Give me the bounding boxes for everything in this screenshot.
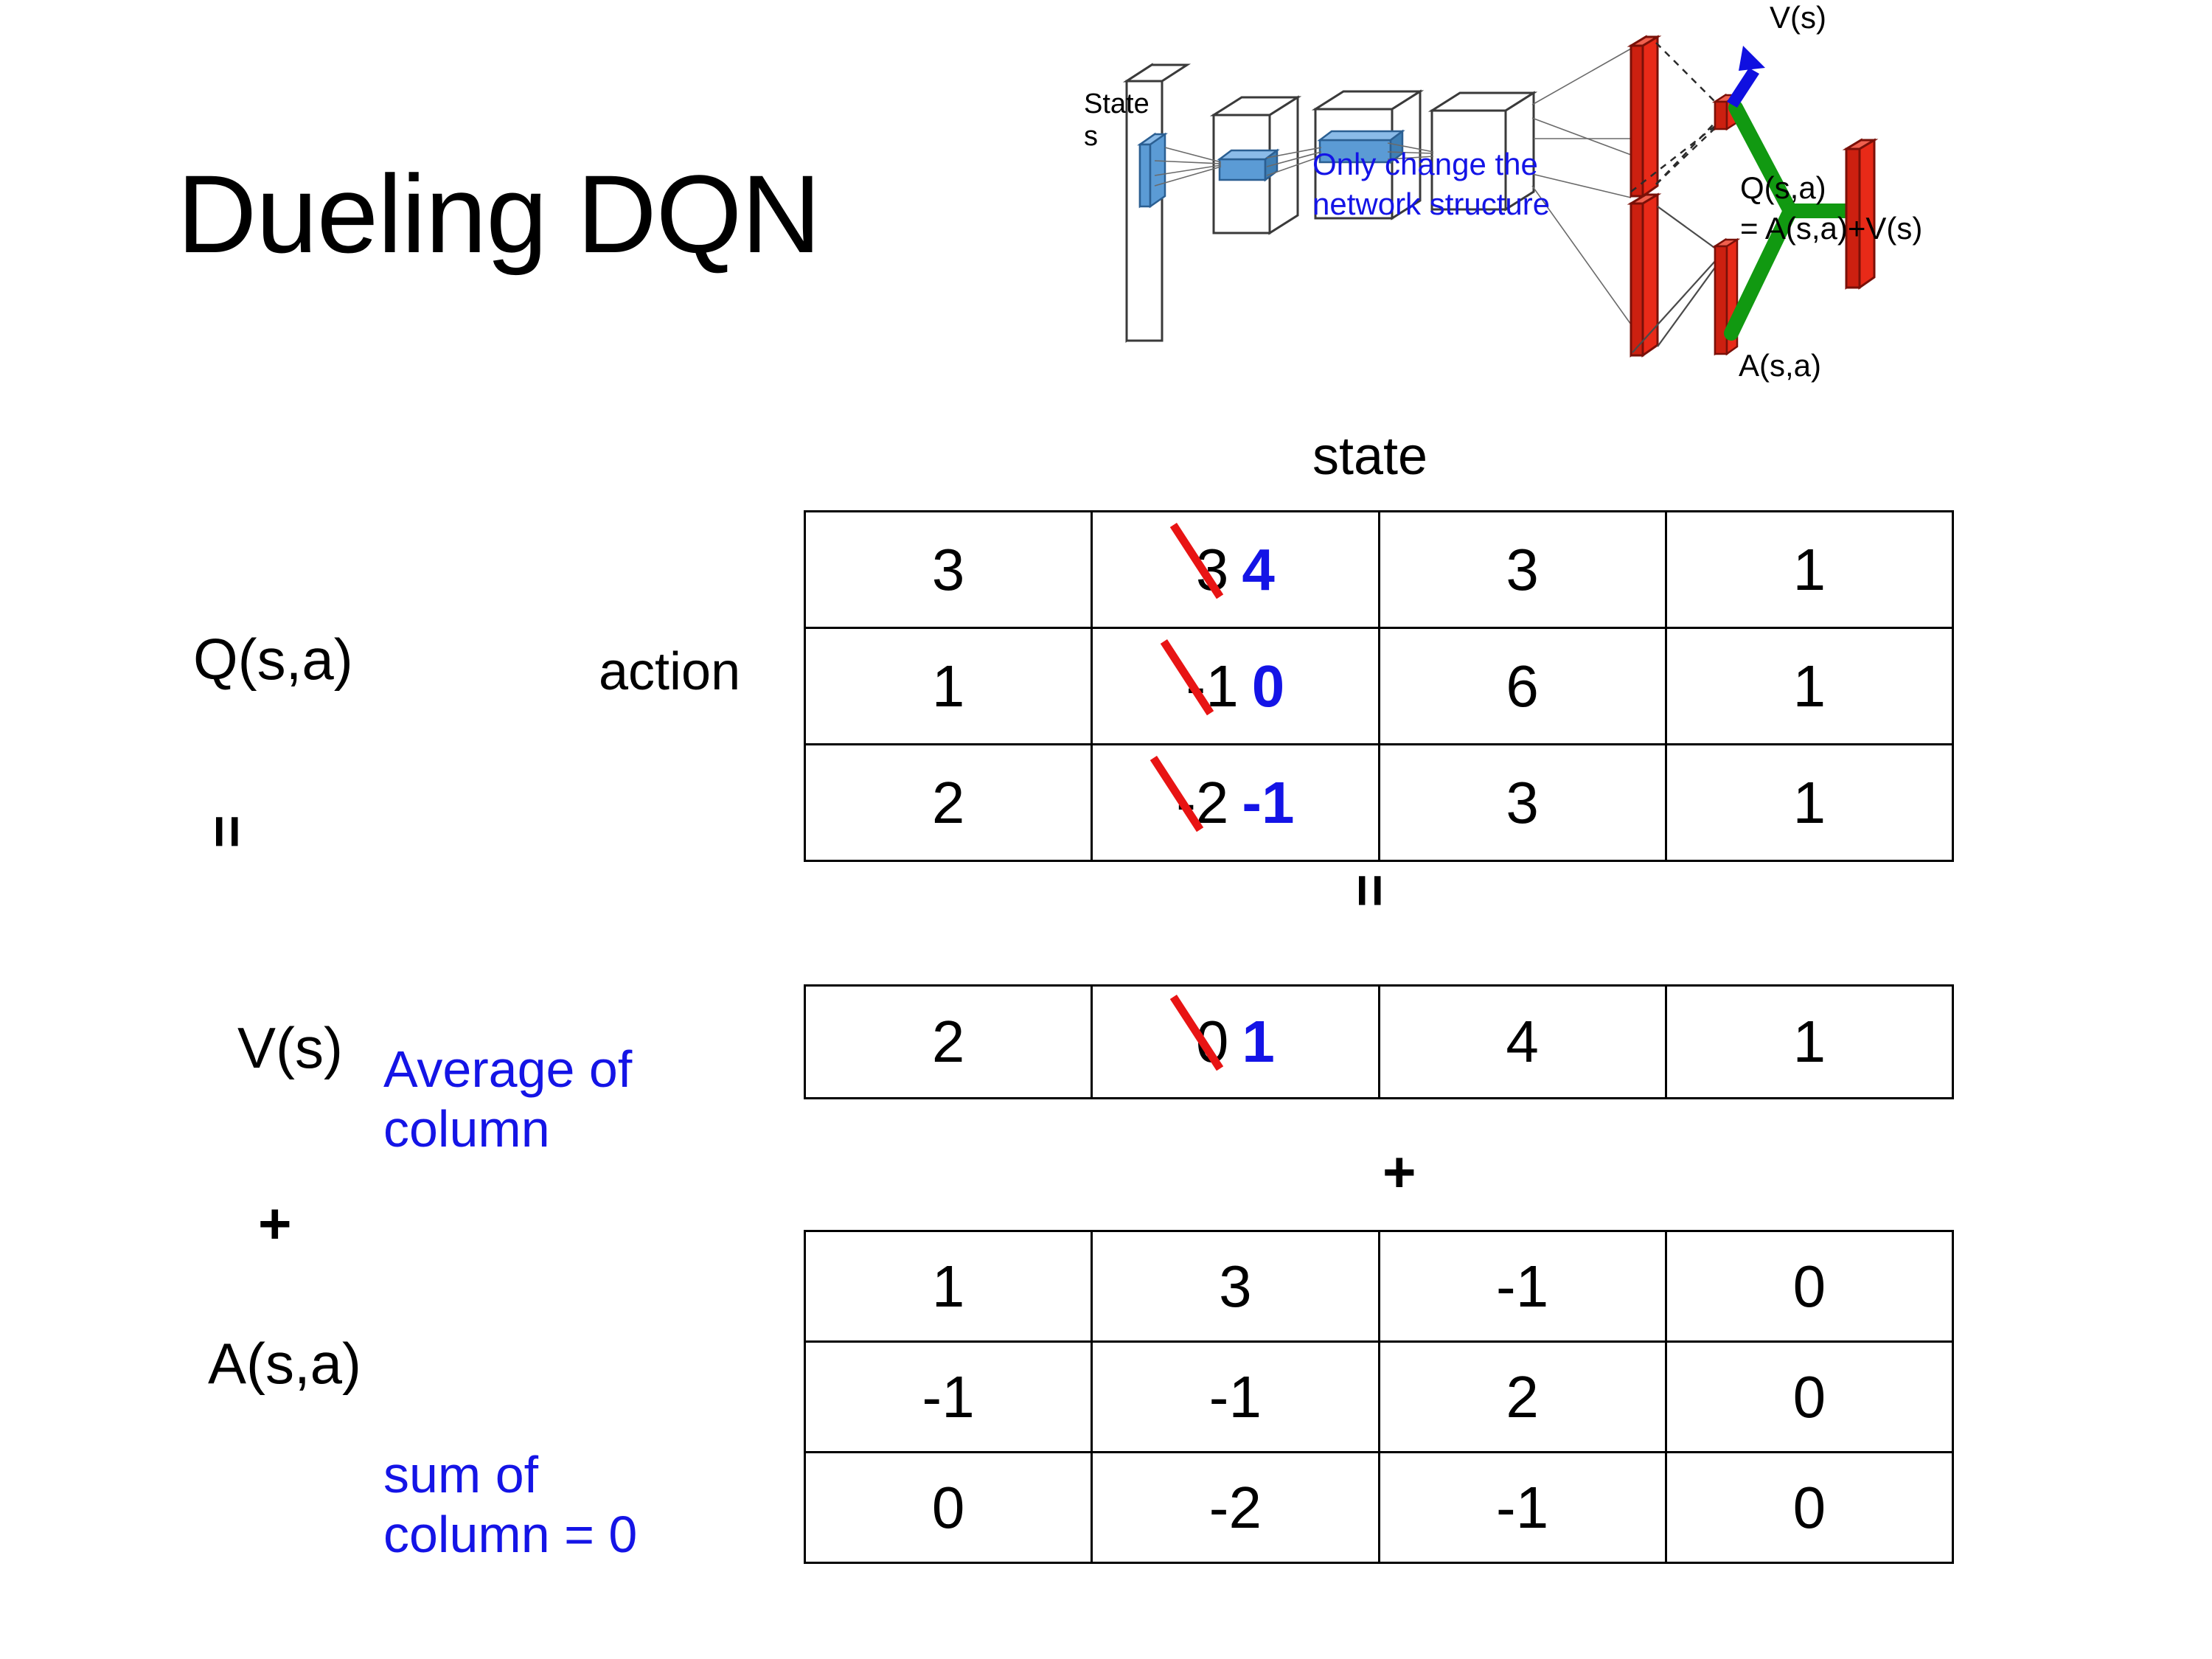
diagram-note-line2: network structure (1312, 186, 1551, 221)
corrected-new-value: 0 (1251, 653, 1285, 719)
diagram-note-line1: Only change the (1312, 147, 1538, 181)
diagram-q-label-line1: Q(s,a) (1740, 170, 1826, 205)
table-cell: 0 (1664, 1340, 1955, 1453)
state-axis-caption: state (1312, 427, 1428, 486)
state-label-line1: State (1084, 88, 1150, 119)
diagram-q-label: Q(s,a) = A(s,a)+V(s) (1740, 168, 1922, 248)
table-cell: 0 (1664, 1451, 1955, 1564)
table-cell: -2 (1091, 1451, 1380, 1564)
table-cell: -1 (1091, 1340, 1380, 1453)
table-cell: 1 (803, 1230, 1093, 1343)
table-cell: 1 (803, 627, 1093, 745)
action-axis-caption: action (599, 642, 741, 701)
table-cell: 2 (803, 984, 1093, 1099)
struck-old-value: -2 (1176, 769, 1229, 835)
sum-note-line2: column = 0 (383, 1505, 638, 1563)
diagram-advantage-label: A(s,a) (1739, 348, 1822, 383)
table-cell: 1 (1664, 743, 1955, 862)
table-cell: -1 (1377, 1451, 1667, 1564)
struck-old-value: -1 (1186, 653, 1239, 719)
table-cell: 3 (1377, 743, 1667, 862)
table-cell: 0 (1664, 1230, 1955, 1343)
table-cell: 2 (803, 743, 1093, 862)
corrected-new-value: 4 (1242, 536, 1275, 602)
v-function-label: V(s) (237, 1015, 343, 1080)
diagram-state-label: State s (1084, 88, 1150, 153)
table-cell: 1 (1664, 627, 1955, 745)
corrected-new-value: -1 (1242, 769, 1295, 835)
average-note-line1: Average of (383, 1040, 633, 1098)
table-cell: -1 (1377, 1230, 1667, 1343)
corrected-new-value: 1 (1242, 1009, 1275, 1074)
state-label-line2: s (1084, 120, 1098, 152)
plus-symbol-middle: + (1382, 1139, 1416, 1204)
sum-of-column-note: sum of column = 0 (383, 1445, 637, 1564)
table-cell: 1 (1664, 510, 1955, 629)
diagram-note: Only change the network structure (1312, 145, 1550, 224)
table-cell: 6 (1377, 627, 1667, 745)
equals-symbol-middle: = (1338, 874, 1403, 908)
page-title: Dueling DQN (177, 152, 821, 276)
plus-symbol-left: + (258, 1191, 292, 1256)
table-cell-edited: -2-1 (1091, 743, 1380, 862)
table-cell: 3 (1377, 510, 1667, 629)
average-of-column-note: Average of column (383, 1040, 632, 1158)
a-function-label: A(s,a) (208, 1331, 362, 1396)
dueling-network-diagram: State s Only change the network structur… (1084, 0, 2212, 413)
average-note-line2: column (383, 1099, 550, 1158)
table-cell: 0 (803, 1451, 1093, 1564)
table-cell: 3 (1091, 1230, 1380, 1343)
struck-old-value: 0 (1195, 1009, 1229, 1074)
table-cell: 1 (1664, 984, 1955, 1099)
struck-old-value: 3 (1195, 536, 1229, 602)
q-function-label: Q(s,a) (193, 627, 353, 692)
table-cell: -1 (803, 1340, 1093, 1453)
table-cell: 2 (1377, 1340, 1667, 1453)
sum-note-line1: sum of (383, 1446, 539, 1503)
diagram-value-label: V(s) (1770, 0, 1826, 35)
equals-symbol-left: = (195, 815, 260, 849)
table-cell: 4 (1377, 984, 1667, 1099)
diagram-q-label-line2: = A(s,a)+V(s) (1740, 210, 1923, 246)
table-cell: 3 (803, 510, 1093, 629)
